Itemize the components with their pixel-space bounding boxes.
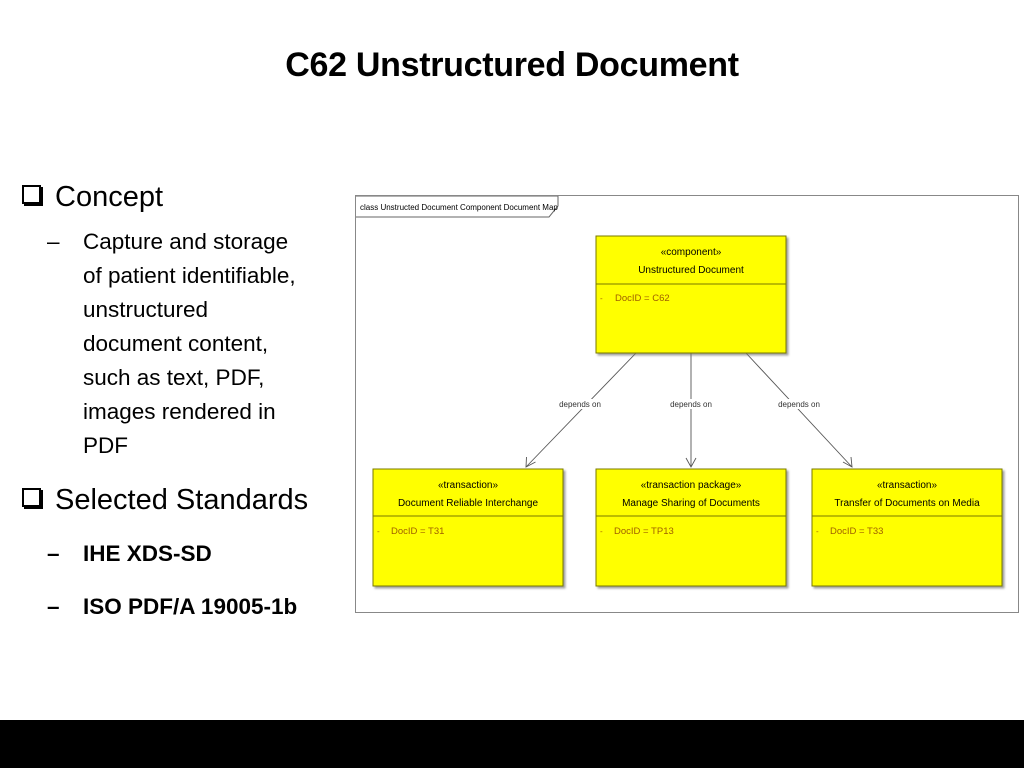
concept-line: images rendered in	[83, 399, 276, 424]
visibility-marker: -	[600, 527, 603, 536]
slide-title: C62 Unstructured Document	[285, 46, 739, 84]
component-name: Unstructured Document	[638, 265, 744, 276]
visibility-marker: -	[816, 527, 819, 536]
arrowhead-icon	[685, 457, 697, 468]
visibility-marker: -	[600, 294, 603, 303]
transaction-attribute: DocID = TP13	[614, 526, 674, 537]
concept-line: such as text, PDF,	[83, 365, 265, 390]
component-box: «component» Unstructured Document - DocI…	[595, 235, 787, 354]
concept-line: of patient identifiable,	[83, 263, 296, 288]
dependency-edges	[525, 352, 853, 468]
transaction-box: «transaction» Transfer of Documents on M…	[811, 468, 1003, 587]
frame-label: class Unstructed Document Component Docu…	[360, 203, 558, 212]
standards-heading: Selected Standards	[55, 484, 309, 516]
arrowhead-icon	[842, 456, 853, 468]
visibility-marker: -	[377, 527, 380, 536]
checkbox-bullet-icon	[22, 488, 41, 507]
transaction-box: «transaction» Document Reliable Intercha…	[372, 468, 564, 587]
standards-bullet: Selected Standards	[22, 483, 308, 517]
concept-heading: Concept	[55, 181, 164, 213]
component-stereotype: «component»	[661, 247, 722, 258]
transaction-attribute: DocID = T33	[830, 526, 883, 537]
transaction-name: Document Reliable Interchange	[398, 498, 539, 509]
frame-tab	[356, 195, 559, 218]
concept-line: unstructured	[83, 297, 209, 322]
checkbox-bullet-icon	[22, 185, 41, 204]
concept-line: Capture and storage	[83, 229, 289, 254]
concept-line: PDF	[83, 433, 128, 458]
footer-bar	[0, 720, 1024, 768]
transaction-package-box: «transaction package» Manage Sharing of …	[595, 468, 787, 587]
concept-line: document content,	[83, 331, 269, 356]
edge-label: depends on	[670, 400, 712, 409]
concept-description: Capture and storage of patient identifia…	[83, 225, 296, 463]
dash-bullet-icon: –	[47, 594, 60, 619]
edge-line	[525, 352, 637, 468]
dash-bullet-icon: –	[47, 541, 60, 566]
uml-diagram-frame: class Unstructed Document Component Docu…	[355, 195, 1019, 613]
standard-item-label: ISO PDF/A 19005-1b	[83, 594, 298, 619]
edge-label: depends on	[559, 400, 601, 409]
transaction-name: Manage Sharing of Documents	[622, 498, 760, 509]
concept-bullet: Concept	[22, 180, 163, 214]
uml-diagram: class Unstructed Document Component Docu…	[356, 195, 1003, 587]
transaction-attribute: DocID = T31	[391, 526, 444, 537]
transaction-stereotype: «transaction»	[438, 480, 498, 491]
standard-item-label: IHE XDS-SD	[83, 541, 212, 566]
component-attribute: DocID = C62	[615, 293, 670, 304]
transaction-stereotype: «transaction»	[877, 480, 937, 491]
arrowhead-icon	[525, 456, 536, 468]
dash-bullet-icon: –	[47, 229, 60, 254]
edge-line	[745, 352, 853, 468]
transaction-stereotype: «transaction package»	[641, 480, 742, 491]
transaction-name: Transfer of Documents on Media	[834, 498, 980, 509]
edge-label: depends on	[778, 400, 820, 409]
